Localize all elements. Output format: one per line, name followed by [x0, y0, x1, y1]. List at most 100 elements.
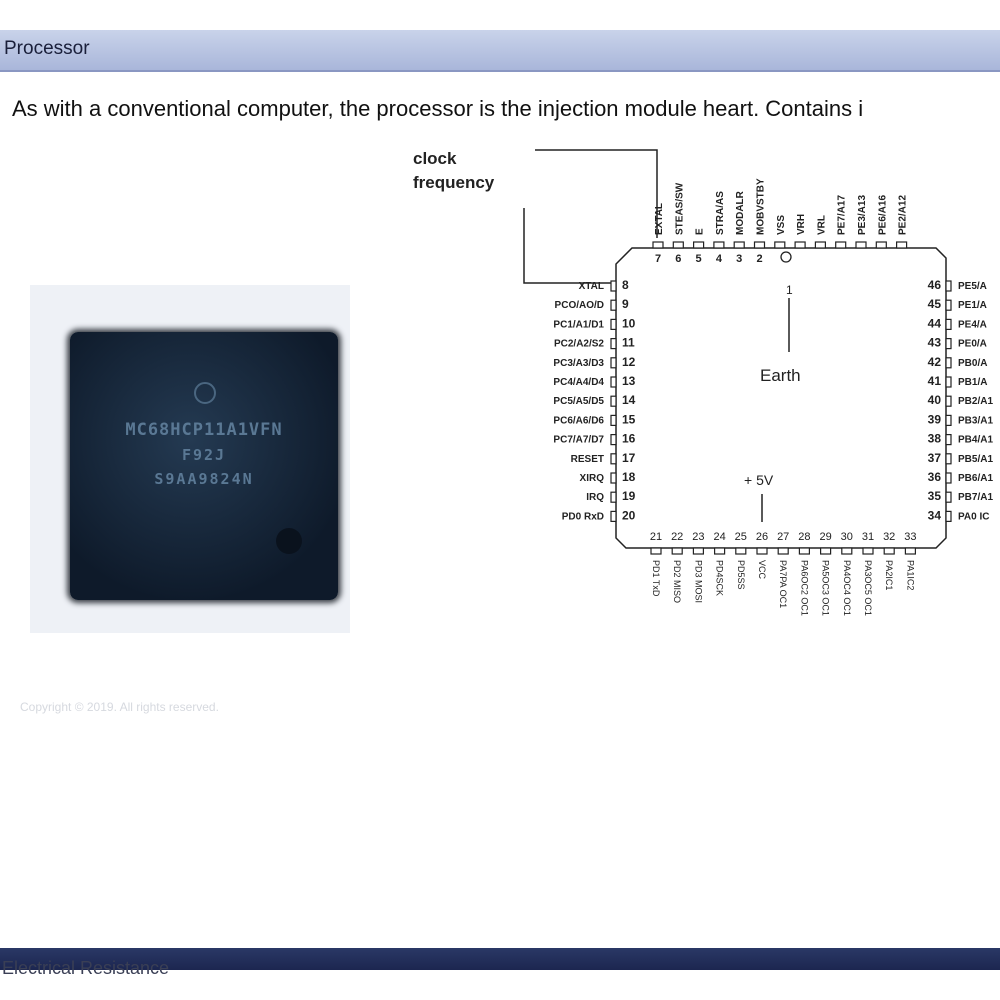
right-pin-name: PB2/A1 [958, 396, 993, 407]
right-pin-number: 46 [928, 278, 942, 292]
right-pin-number: 40 [928, 393, 942, 407]
bottom-pin-stub [671, 547, 683, 555]
right-pin-name: PE1/A [958, 300, 987, 311]
top-pin-number: 5 [696, 253, 702, 265]
window-title-bar: Processor [0, 30, 1000, 72]
top-pin-stub [855, 241, 867, 249]
top-pin-name: MODALR [735, 190, 746, 235]
top-pin-name: PE6/A16 [877, 195, 888, 235]
left-pin-stub [610, 414, 617, 426]
left-pin-name: XTAL [579, 281, 604, 292]
bottom-pin-number: 31 [862, 531, 874, 543]
left-pin-number: 16 [622, 432, 636, 446]
left-pin-stub [610, 510, 617, 522]
left-pin-number: 9 [622, 297, 629, 311]
bottom-pin-name: PD5SS [736, 560, 746, 590]
next-section-bar[interactable] [0, 948, 1000, 970]
left-pin-number: 13 [622, 374, 636, 388]
top-pin-stub [713, 241, 725, 249]
top-pin-name: PE7/A17 [837, 195, 848, 235]
copyright-footer: Copyright © 2019. All rights reserved. [20, 700, 219, 714]
intro-text: As with a conventional computer, the pro… [12, 96, 864, 121]
right-pin-number: 37 [928, 451, 942, 465]
right-pin-number: 39 [928, 412, 942, 426]
top-pin-name: E [695, 228, 706, 235]
left-pin-name: PC2/A2/S2 [554, 339, 604, 350]
top-pin-number: 7 [655, 253, 661, 265]
bottom-pin-number: 33 [904, 531, 916, 543]
right-pin-name: PB3/A1 [958, 415, 993, 426]
right-pin-stub [945, 357, 952, 369]
top-pin-name: VRL [816, 215, 827, 235]
top-pin-number: 3 [736, 253, 742, 265]
left-pin-stub [610, 491, 617, 503]
left-pin-number: 14 [622, 393, 636, 407]
bottom-pin-number: 28 [798, 531, 810, 543]
clock-callout-line-top [535, 149, 658, 238]
package-outline [615, 247, 947, 549]
chip-marking-line1: MC68HCP11A1VFN [125, 420, 283, 440]
top-pin-number: 4 [716, 253, 723, 265]
left-pin-number: 10 [622, 316, 636, 330]
bottom-pin-name: PA7PA OC1 [778, 560, 788, 608]
bottom-pin-number: 32 [883, 531, 895, 543]
bottom-pin-stub [692, 547, 705, 555]
left-pin-name: PC5/A5/D5 [553, 396, 604, 407]
bottom-pin-stub [735, 547, 747, 555]
top-pin-stub [814, 241, 827, 249]
top-pin-name: MOBVSTBY [756, 178, 767, 235]
clock-label-line1: clock [413, 149, 457, 168]
bottom-pin-stub [713, 547, 726, 555]
left-pin-stub [610, 434, 617, 446]
right-pin-name: PB6/A1 [958, 473, 993, 484]
pin1-indicator [780, 251, 792, 263]
chip-pin1-dot [276, 528, 302, 554]
left-pin-name: XIRQ [580, 473, 605, 484]
top-pin-stub [753, 241, 766, 249]
right-pin-number: 36 [928, 470, 942, 484]
left-pin-name: PC6/A6/D6 [553, 415, 604, 426]
bottom-pin-name: PD2 MISO [672, 560, 682, 603]
right-pin-number: 45 [928, 297, 942, 311]
bottom-pin-stub [883, 547, 895, 555]
top-pin-stub [733, 241, 745, 249]
bottom-pin-stub [862, 547, 874, 555]
right-pin-stub [945, 280, 952, 292]
left-pin-stub [610, 299, 617, 311]
top-pin-number: 6 [675, 253, 681, 265]
bottom-pin-number: 27 [777, 531, 789, 543]
bottom-pin-stub [756, 547, 768, 555]
right-pin-stub [945, 376, 952, 388]
right-pin-name: PB7/A1 [958, 492, 993, 503]
top-pin-stub [895, 241, 908, 249]
clock-label-line2: frequency [413, 173, 495, 192]
left-pin-stub [610, 395, 617, 407]
left-pin-number: 18 [622, 470, 636, 484]
left-pin-number: 15 [622, 412, 636, 426]
right-pin-name: PA0 IC [958, 511, 990, 522]
left-pin-stub [610, 338, 617, 350]
left-pin-number: 11 [622, 336, 635, 350]
left-pin-stub [610, 357, 617, 369]
top-pin-stub [774, 241, 786, 249]
right-pin-stub [945, 453, 952, 465]
left-pin-name: PD0 RxD [562, 511, 604, 522]
left-pin-number: 17 [622, 451, 636, 465]
bottom-pin-stub [904, 547, 917, 555]
bottom-pin-number: 29 [819, 531, 831, 543]
right-pin-name: PE4/A [958, 319, 987, 330]
right-pin-name: PB5/A1 [958, 454, 993, 465]
bottom-pin-name: PD1 TxD [651, 560, 661, 597]
next-section-label[interactable]: Electrical Resistance [2, 958, 170, 978]
right-pin-stub [945, 472, 952, 484]
left-pin-name: PC3/A3/D3 [553, 358, 604, 369]
clock-callout-line-left [523, 208, 612, 284]
plus5v-label: + 5V [744, 472, 774, 488]
bottom-pin-stub [841, 547, 853, 555]
bottom-pin-name: PD3 MOSI [693, 560, 703, 603]
bottom-pin-name: PA2IC1 [884, 560, 894, 590]
top-pin-name: STRA/AS [715, 191, 726, 235]
right-pin-number: 43 [928, 336, 942, 350]
bottom-pin-name: PD4SCK [715, 560, 725, 596]
